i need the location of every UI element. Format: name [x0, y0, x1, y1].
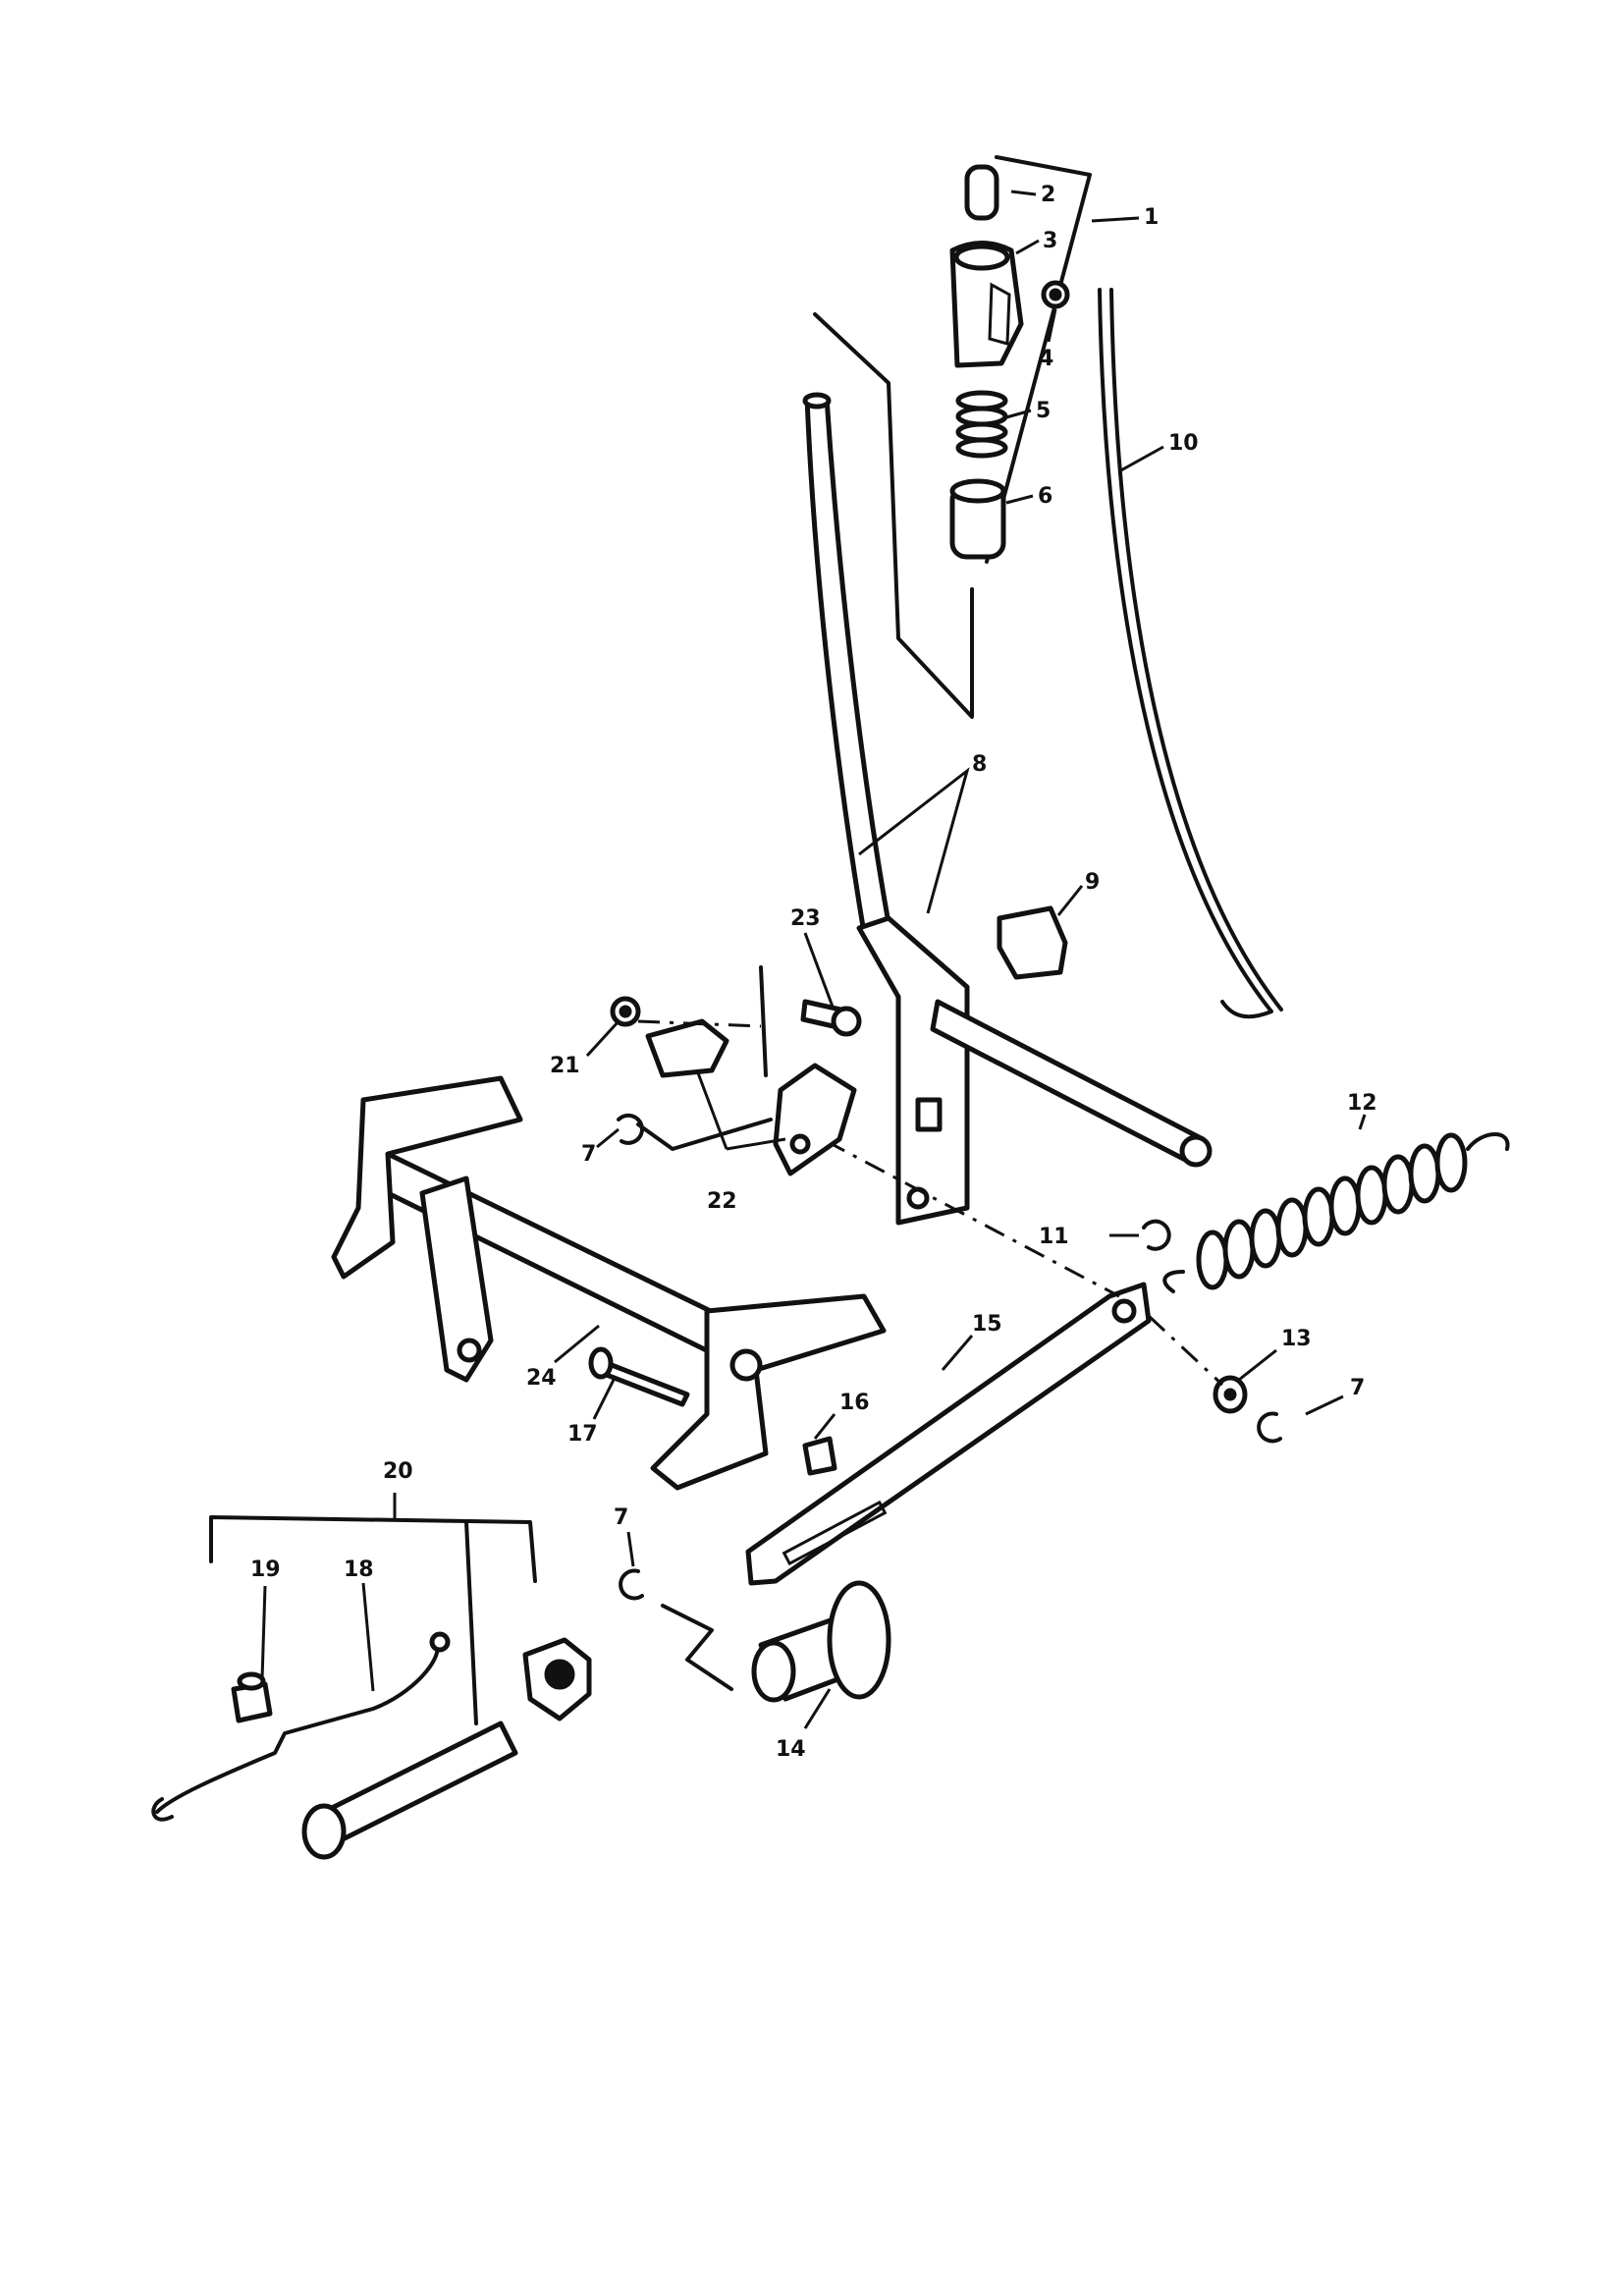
callout-24: 24 [526, 1366, 557, 1391]
callout-10: 10 [1168, 431, 1199, 456]
latch-rod-part-18 [155, 1643, 440, 1814]
clip-part-11 [1142, 1219, 1171, 1251]
handle-tube-part-8 [804, 395, 891, 936]
callout-7-right: 7 [1350, 1376, 1365, 1400]
callout-6: 6 [1038, 484, 1052, 509]
callout-7-upper: 7 [581, 1142, 596, 1167]
callout-4: 4 [1039, 347, 1053, 371]
upper-shaft-end [1179, 1134, 1213, 1168]
callout-11: 11 [1039, 1225, 1069, 1249]
callout-22: 22 [707, 1189, 737, 1214]
pin-part-2 [964, 164, 999, 221]
control-rod-edge [1109, 288, 1283, 1011]
callout-8: 8 [972, 752, 987, 777]
left-arm-hole [457, 1338, 482, 1363]
shift-lever-plate [856, 915, 970, 1226]
left-lift-arm [419, 1175, 494, 1383]
assembly-guide-lines [813, 312, 974, 719]
callout-23: 23 [790, 906, 821, 931]
screw-19-top [237, 1671, 266, 1691]
callout-16: 16 [839, 1391, 870, 1415]
nut-21-hole [619, 1005, 632, 1018]
right-bracket-pivot [729, 1348, 763, 1382]
callout-12: 12 [1347, 1091, 1377, 1116]
callout-19: 19 [250, 1558, 281, 1582]
plate-hole [789, 1133, 811, 1155]
callout-7-lower: 7 [614, 1505, 628, 1530]
bolt-23-head [831, 1006, 862, 1037]
handle-tube-top [802, 392, 832, 410]
upper-cross-shaft [930, 999, 1206, 1167]
star-plate-hub [544, 1659, 575, 1690]
callout-2: 2 [1041, 183, 1055, 207]
assembly-bracket-20 [209, 1515, 537, 1583]
clip-part-7-lower [619, 1568, 644, 1601]
clip-part-7-upper [617, 1113, 644, 1145]
plate-guide-line-2 [759, 965, 768, 1077]
left-bracket [331, 1075, 523, 1280]
alignment-line-right [1147, 1314, 1224, 1387]
knob-part-3 [949, 241, 1024, 368]
latch-rod-hook [151, 1797, 174, 1822]
control-rod-part-10 [1098, 288, 1273, 1019]
assembly-bracket-20-drop [464, 1520, 478, 1725]
block-part-22 [645, 1018, 729, 1078]
lever-slot [782, 1500, 888, 1566]
callout-20: 20 [383, 1459, 413, 1484]
nut-part-16 [802, 1436, 837, 1476]
handle-assembly [949, 155, 1092, 564]
callout-17: 17 [567, 1422, 598, 1447]
screw-head [1049, 288, 1062, 301]
washer-hole [1223, 1388, 1237, 1401]
plate-guide-line [636, 1118, 773, 1151]
lever-part-15 [745, 1282, 1152, 1586]
latch-rod-end [429, 1631, 451, 1653]
alignment-line-center [784, 1118, 1120, 1298]
callout-9: 9 [1085, 870, 1100, 895]
knob-guide-line [661, 1604, 733, 1691]
pivot-pin-end [301, 1803, 347, 1860]
knob-slot [988, 282, 1011, 346]
callout-13: 13 [1281, 1327, 1312, 1351]
spring-part-5 [955, 390, 1008, 459]
alignment-line-upper [637, 1019, 762, 1028]
plate-part-22 [773, 1063, 857, 1176]
callout-21: 21 [550, 1054, 580, 1078]
clip-part-7-right [1257, 1411, 1282, 1444]
extension-spring-part-12 [1162, 1132, 1510, 1293]
knob-top [953, 244, 1010, 271]
assembly-bracket-1 [985, 155, 1092, 564]
callout-14: 14 [776, 1737, 806, 1762]
shift-lever-slot [915, 1097, 943, 1132]
callout-3: 3 [1043, 229, 1057, 253]
callout-5: 5 [1036, 399, 1051, 423]
callout-15: 15 [972, 1312, 1002, 1337]
sleeve-top [949, 478, 1006, 504]
callout-labels: 2 3 1 4 5 6 10 8 9 12 11 13 7 15 16 17 2… [250, 183, 1377, 1762]
right-bracket [650, 1293, 887, 1491]
knob-shaft-end [751, 1640, 796, 1703]
callout-18: 18 [344, 1558, 374, 1582]
block-part-9 [997, 905, 1068, 980]
callout-1: 1 [1144, 205, 1159, 230]
lever-hole [1111, 1298, 1137, 1324]
callout-leaders [260, 190, 1367, 1729]
bolt-head [588, 1346, 614, 1380]
knob-wheel [827, 1580, 891, 1700]
